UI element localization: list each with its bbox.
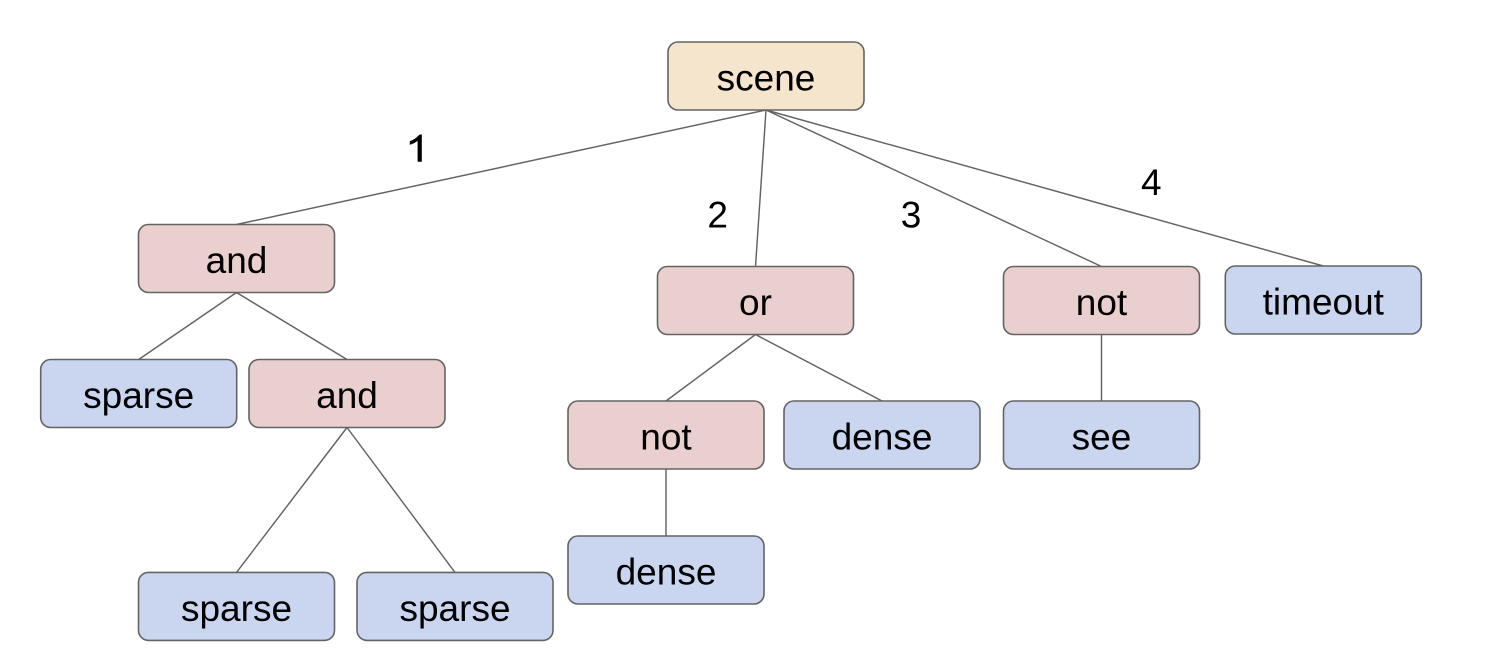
svg-text:sparse: sparse — [399, 588, 510, 629]
svg-text:scene: scene — [717, 58, 816, 99]
svg-text:timeout: timeout — [1263, 282, 1385, 323]
svg-text:sparse: sparse — [181, 588, 292, 629]
svg-text:2: 2 — [707, 194, 728, 235]
svg-text:not: not — [1076, 282, 1128, 323]
svg-text:and: and — [206, 240, 268, 281]
svg-text:3: 3 — [901, 195, 922, 236]
svg-text:see: see — [1072, 417, 1132, 458]
svg-text:sparse: sparse — [83, 375, 194, 416]
svg-text:dense: dense — [616, 552, 717, 593]
svg-text:dense: dense — [832, 417, 933, 458]
svg-text:or: or — [739, 282, 772, 323]
svg-text:not: not — [640, 417, 692, 458]
svg-text:4: 4 — [1141, 162, 1162, 203]
svg-text:and: and — [316, 375, 378, 416]
